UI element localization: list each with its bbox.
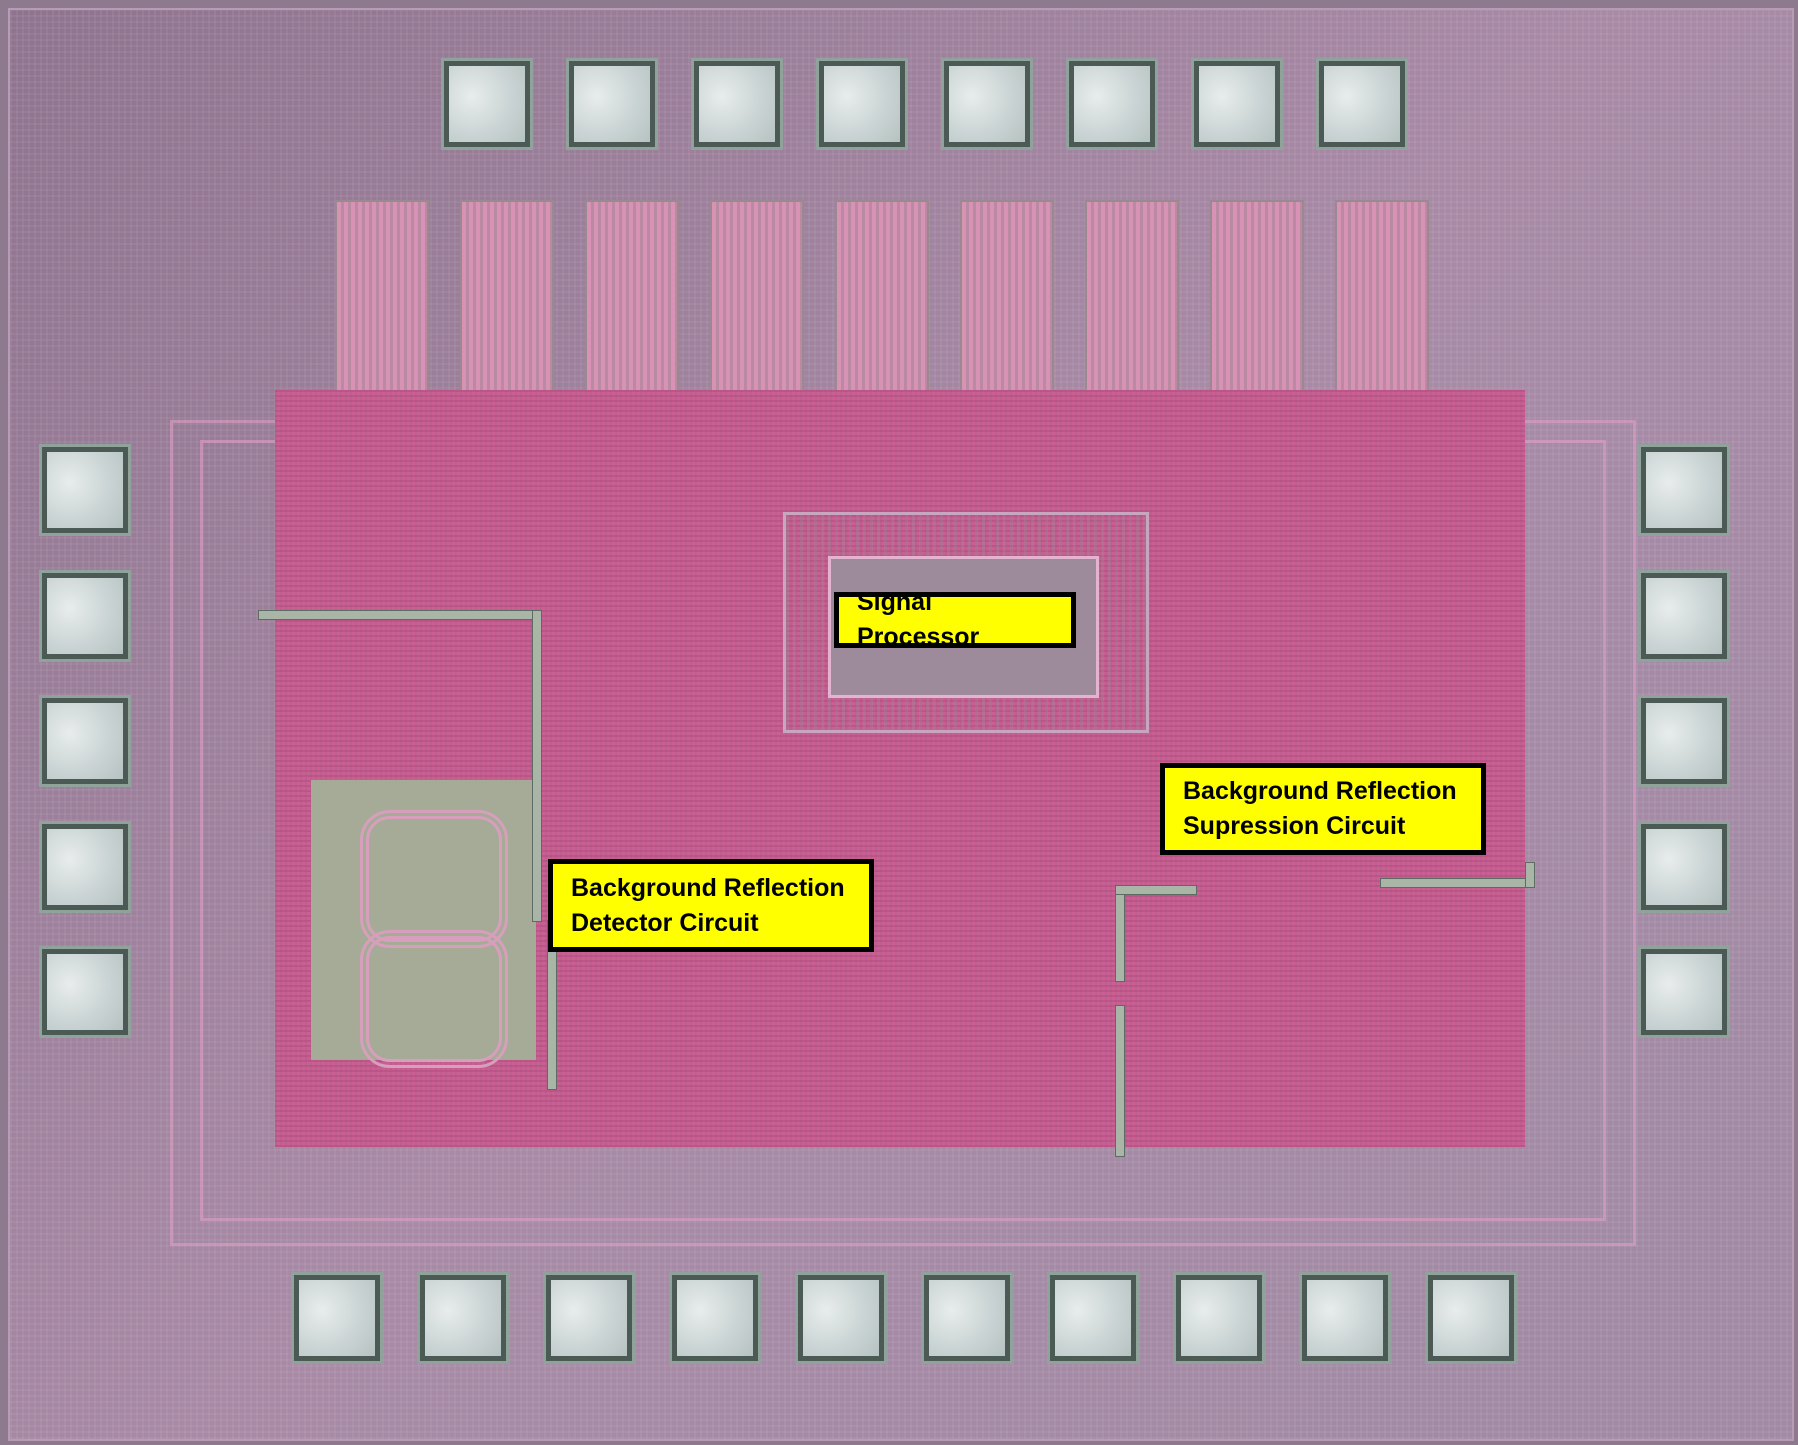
wire	[1115, 885, 1197, 895]
bond-pad-bottom	[1050, 1275, 1136, 1361]
wire	[1380, 878, 1535, 888]
detector-line-2: Detector Circuit	[571, 908, 759, 937]
bond-pad-right	[1641, 698, 1727, 784]
bond-pad-bottom	[294, 1275, 380, 1361]
bond-pad-bottom	[672, 1275, 758, 1361]
bond-pad-top	[1319, 61, 1405, 147]
inductor-coil	[360, 930, 508, 1068]
bond-pad-top	[694, 61, 780, 147]
bond-pad-bottom	[924, 1275, 1010, 1361]
wire	[258, 610, 540, 620]
bond-pad-bottom	[1428, 1275, 1514, 1361]
wire	[1115, 885, 1125, 982]
signal-processor-label: Signal Processor	[834, 588, 1076, 651]
bond-pad-right	[1641, 949, 1727, 1035]
bond-pad-left	[42, 823, 128, 910]
bond-pad-right	[1641, 572, 1727, 659]
bond-pad-bottom	[798, 1275, 884, 1361]
detector-line-1: Background Reflection	[571, 873, 845, 902]
inductor-coil	[360, 810, 508, 948]
bond-pad-top	[1069, 61, 1155, 147]
wire	[1115, 1005, 1125, 1157]
bond-pad-bottom	[546, 1275, 632, 1361]
suppression-line-1: Background Reflection	[1183, 777, 1457, 805]
detector-circuit-label: Background Reflection Detector Circuit	[548, 859, 874, 952]
bond-pad-top	[444, 61, 530, 147]
suppression-circuit-label: Background Reflection Supression Circuit	[1160, 763, 1486, 855]
bond-pad-bottom	[420, 1275, 506, 1361]
bond-pad-left	[42, 572, 128, 659]
bond-pad-top	[1194, 61, 1280, 147]
bond-pad-left	[42, 949, 128, 1035]
bond-pad-top	[569, 61, 655, 147]
wire	[1525, 862, 1535, 888]
suppression-line-2: Supression Circuit	[1183, 812, 1406, 840]
bond-pad-right	[1641, 447, 1727, 533]
bond-pad-left	[42, 447, 128, 533]
bond-pad-left	[42, 698, 128, 784]
bond-pad-bottom	[1302, 1275, 1388, 1361]
bond-pad-top	[819, 61, 905, 147]
bond-pad-top	[944, 61, 1030, 147]
signal-processor-text: Signal Processor	[857, 588, 980, 651]
wire	[532, 610, 542, 922]
bond-pad-right	[1641, 823, 1727, 910]
bond-pad-bottom	[1176, 1275, 1262, 1361]
